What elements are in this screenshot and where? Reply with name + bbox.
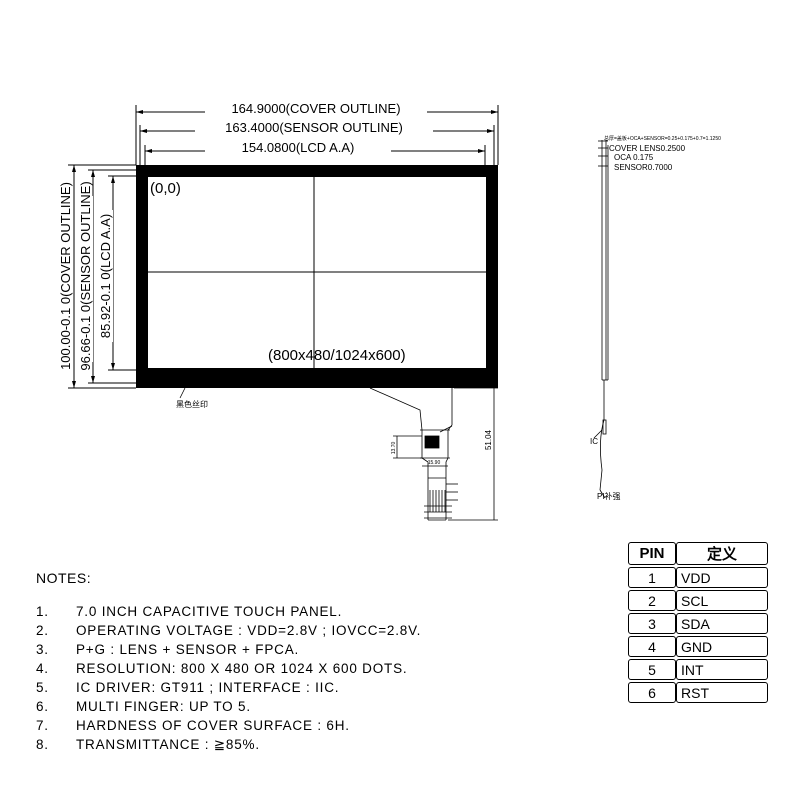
note-item: 7.HARDNESS OF COVER SURFACE : 6H. [36,718,350,733]
lcd-width-label: 154.0800(LCD A.A) [242,140,355,155]
side-view [593,140,609,499]
note-item: 1.7.0 INCH CAPACITIVE TOUCH PANEL. [36,604,343,619]
note-item: 6.MULTI FINGER: UP TO 5. [36,699,251,714]
cover-height-label: 100.00-0.1 0(COVER OUTLINE) [58,182,73,370]
touch-panel [136,165,498,388]
note-item: 5.IC DRIVER: GT911 ; INTERFACE : IIC. [36,680,340,695]
pin-name: RST [676,682,768,703]
notes-list: 1.7.0 INCH CAPACITIVE TOUCH PANEL. 2.OPE… [36,602,556,754]
stack-total: 总厚=盖板+OCA+SENSOR=0.25+0.175+0.7=1.1250 [604,135,721,142]
cover-width-label: 164.9000(COVER OUTLINE) [231,101,400,116]
origin-label: (0,0) [150,180,181,197]
sensor-height-label: 96.66-0.1 0(SENSOR OUTLINE) [78,181,93,370]
stack-up-labels: 总厚=盖板+OCA+SENSOR=0.25+0.175+0.7=1.1250 C… [604,135,721,172]
pin-number: 4 [628,636,676,657]
fpc-length-label: 51.04 [484,429,493,450]
notes-title: NOTES: [36,570,92,586]
fpc-cable [369,387,498,521]
stack-cover-lens: COVER LENS0.2500 [609,144,686,153]
note-item: 8.TRANSMITTANCE : ≧85%. [36,737,260,752]
pin-header: PIN [628,542,676,565]
pin-number: 3 [628,613,676,634]
sensor-width-label: 163.4000(SENSOR OUTLINE) [225,120,403,135]
pin-name: SDA [676,613,768,634]
pin-name: SCL [676,590,768,611]
pin-name: GND [676,636,768,657]
pin-name: VDD [676,567,768,588]
lcd-height-label: 85.92-0.1 0(LCD A.A) [98,214,113,338]
stack-sensor: SENSOR0.7000 [614,163,673,172]
note-item: 2.OPERATING VOLTAGE : VDD=2.8V ; IOVCC=2… [36,623,422,638]
fpc-dim-2: 15.90 [428,460,441,466]
fpc-dim-1: 13.70 [391,442,397,455]
pi-label: PI补强 [597,491,621,501]
pin-number: 2 [628,590,676,611]
notes-section: NOTES: 1.7.0 INCH CAPACITIVE TOUCH PANEL… [36,570,556,754]
stack-oca: OCA 0.175 [614,153,654,162]
silkscreen-label: 黑色丝印 [176,399,208,409]
pin-name: INT [676,659,768,680]
note-item: 4.RESOLUTION: 800 X 480 OR 1024 X 600 DO… [36,661,408,676]
resolution-label: (800x480/1024x600) [268,347,406,364]
ic-label: IC [590,437,598,446]
pin-number: 5 [628,659,676,680]
pin-table-header: PIN 定义 [628,542,768,565]
pin-number: 1 [628,567,676,588]
note-item: 3.P+G : LENS + SENSOR + FPCA. [36,642,300,657]
pin-number: 6 [628,682,676,703]
definition-header: 定义 [676,542,768,565]
